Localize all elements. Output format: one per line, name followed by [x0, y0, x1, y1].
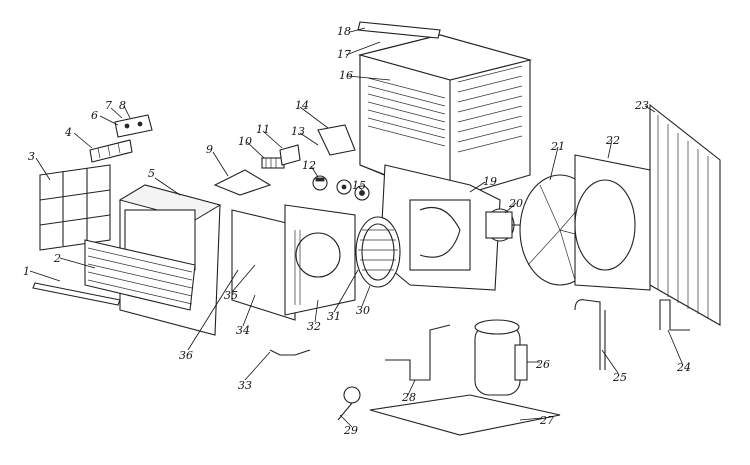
capillary-coil [337, 386, 361, 421]
tube-25 [574, 299, 606, 370]
fan-motor [485, 208, 545, 242]
fan-shroud [574, 154, 651, 291]
label-21: 21 [550, 140, 565, 153]
filter-frame [39, 164, 111, 251]
switch-parts [114, 114, 153, 138]
label-33: 33 [238, 379, 252, 392]
front-grille [84, 239, 196, 311]
part-number-labels: 1 2 3 4 5 6 7 8 9 10 11 12 13 14 15 16 1… [23, 25, 691, 437]
label-8: 8 [119, 99, 126, 112]
label-2: 2 [53, 252, 61, 265]
label-23: 23 [634, 99, 649, 112]
label-29: 29 [343, 424, 358, 437]
label-5: 5 [148, 167, 155, 180]
leader-lines [29, 27, 683, 428]
top-rail [357, 21, 441, 39]
control-panel [213, 169, 272, 196]
label-10: 10 [238, 135, 252, 148]
label-11: 11 [256, 123, 270, 136]
label-4: 4 [64, 126, 72, 139]
label-1: 1 [23, 265, 30, 278]
cabinet-louver-left [367, 77, 446, 147]
label-28: 28 [401, 391, 416, 404]
cabinet-louver-right [457, 65, 523, 153]
bottom-rail [32, 282, 121, 306]
capacitor-bracket [279, 144, 301, 166]
label-19: 19 [483, 175, 497, 188]
knob-left [312, 175, 328, 191]
tube-33 [269, 349, 311, 356]
label-27: 27 [539, 414, 554, 427]
label-35: 35 [224, 289, 238, 302]
label-14: 14 [295, 99, 309, 112]
label-3: 3 [28, 150, 35, 163]
label-26: 26 [535, 358, 550, 371]
label-31: 31 [327, 310, 341, 323]
thermostat [261, 157, 285, 169]
evaporator-panel [231, 209, 296, 321]
label-15: 15 [352, 179, 366, 192]
label-32: 32 [307, 320, 321, 333]
label-18: 18 [337, 25, 351, 38]
label-17: 17 [337, 48, 351, 61]
label-13: 13 [291, 125, 305, 138]
label-24: 24 [676, 361, 691, 374]
label-34: 34 [236, 324, 250, 337]
blower-wheel [355, 216, 401, 288]
partition-bulkhead [379, 164, 501, 291]
label-22: 22 [605, 134, 620, 147]
label-20: 20 [508, 197, 523, 210]
switch-housing [317, 124, 356, 156]
label-30: 30 [356, 304, 370, 317]
control-bracket [89, 139, 133, 163]
label-36: 36 [179, 349, 193, 362]
knob-right [336, 179, 352, 195]
rear-cabinet [357, 34, 533, 201]
evaporator-coil [284, 204, 356, 316]
condenser-coil [649, 103, 721, 326]
label-12: 12 [302, 159, 316, 172]
tube-24 [659, 299, 690, 331]
label-16: 16 [339, 69, 353, 82]
tube-28 [385, 324, 451, 381]
label-25: 25 [612, 371, 627, 384]
label-6: 6 [91, 109, 98, 122]
base-pan [369, 394, 561, 436]
label-9: 9 [206, 143, 213, 156]
label-7: 7 [105, 99, 112, 112]
fan-hub [354, 185, 370, 201]
compressor [474, 319, 528, 396]
